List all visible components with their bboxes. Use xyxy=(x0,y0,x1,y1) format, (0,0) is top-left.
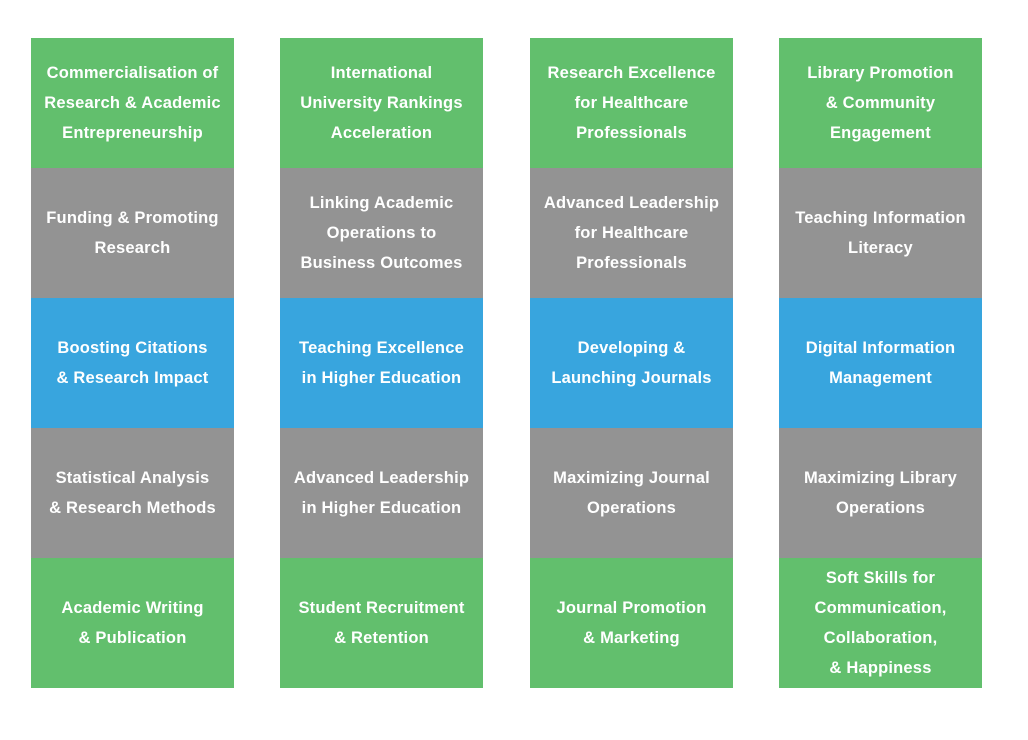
program-tile-label: Digital Information Management xyxy=(805,339,956,387)
program-tile-label: Statistical Analysis & Research Methods xyxy=(49,469,216,517)
program-tile-label: Teaching Information Literacy xyxy=(795,209,966,257)
program-tile-label: Soft Skills for Communication, Collabora… xyxy=(814,569,947,677)
program-tile-label: Commercialisation of Research & Academic… xyxy=(44,64,221,142)
program-tile-label: Advanced Leadership for Healthcare Profe… xyxy=(543,194,720,272)
program-column-1: Commercialisation of Research & Academic… xyxy=(31,38,234,688)
program-tile[interactable]: Maximizing Library Operations xyxy=(779,428,982,558)
program-tile-label: Journal Promotion & Marketing xyxy=(556,599,707,647)
program-tile[interactable]: Soft Skills for Communication, Collabora… xyxy=(779,558,982,688)
program-tile-label: Academic Writing & Publication xyxy=(61,599,204,647)
program-tile[interactable]: Advanced Leadership in Higher Education xyxy=(280,428,483,558)
program-tile[interactable]: Library Promotion & Community Engagement xyxy=(779,38,982,168)
program-tile-label: Developing & Launching Journals xyxy=(551,339,712,387)
program-tile[interactable]: Academic Writing & Publication xyxy=(31,558,234,688)
program-tile-label: International University Rankings Accele… xyxy=(300,64,463,142)
program-tile[interactable]: Teaching Information Literacy xyxy=(779,168,982,298)
program-tile[interactable]: Boosting Citations & Research Impact xyxy=(31,298,234,428)
program-tile[interactable]: Maximizing Journal Operations xyxy=(530,428,733,558)
program-tile-label: Maximizing Journal Operations xyxy=(553,469,710,517)
program-tile-label: Research Excellence for Healthcare Profe… xyxy=(547,64,716,142)
program-column-2: International University Rankings Accele… xyxy=(280,38,483,688)
program-tile[interactable]: Digital Information Management xyxy=(779,298,982,428)
program-tile-label: Advanced Leadership in Higher Education xyxy=(293,469,470,517)
program-tile[interactable]: Statistical Analysis & Research Methods xyxy=(31,428,234,558)
program-tile-label: Maximizing Library Operations xyxy=(803,469,958,517)
program-tile[interactable]: International University Rankings Accele… xyxy=(280,38,483,168)
program-tile[interactable]: Commercialisation of Research & Academic… xyxy=(31,38,234,168)
program-tile[interactable]: Teaching Excellence in Higher Education xyxy=(280,298,483,428)
program-tile[interactable]: Journal Promotion & Marketing xyxy=(530,558,733,688)
program-column-4: Library Promotion & Community Engagement… xyxy=(779,38,982,688)
program-tile-label: Linking Academic Operations to Business … xyxy=(300,194,463,272)
program-tile-label: Funding & Promoting Research xyxy=(46,209,219,257)
program-tile-label: Boosting Citations & Research Impact xyxy=(56,339,209,387)
program-tile[interactable]: Advanced Leadership for Healthcare Profe… xyxy=(530,168,733,298)
program-tile-label: Teaching Excellence in Higher Education xyxy=(299,339,464,387)
program-tile[interactable]: Student Recruitment & Retention xyxy=(280,558,483,688)
program-tile[interactable]: Developing & Launching Journals xyxy=(530,298,733,428)
program-tile-label: Student Recruitment & Retention xyxy=(298,599,465,647)
program-tile[interactable]: Linking Academic Operations to Business … xyxy=(280,168,483,298)
program-tile-label: Library Promotion & Community Engagement xyxy=(807,64,954,142)
program-tile[interactable]: Research Excellence for Healthcare Profe… xyxy=(530,38,733,168)
program-column-3: Research Excellence for Healthcare Profe… xyxy=(530,38,733,688)
program-tile[interactable]: Funding & Promoting Research xyxy=(31,168,234,298)
